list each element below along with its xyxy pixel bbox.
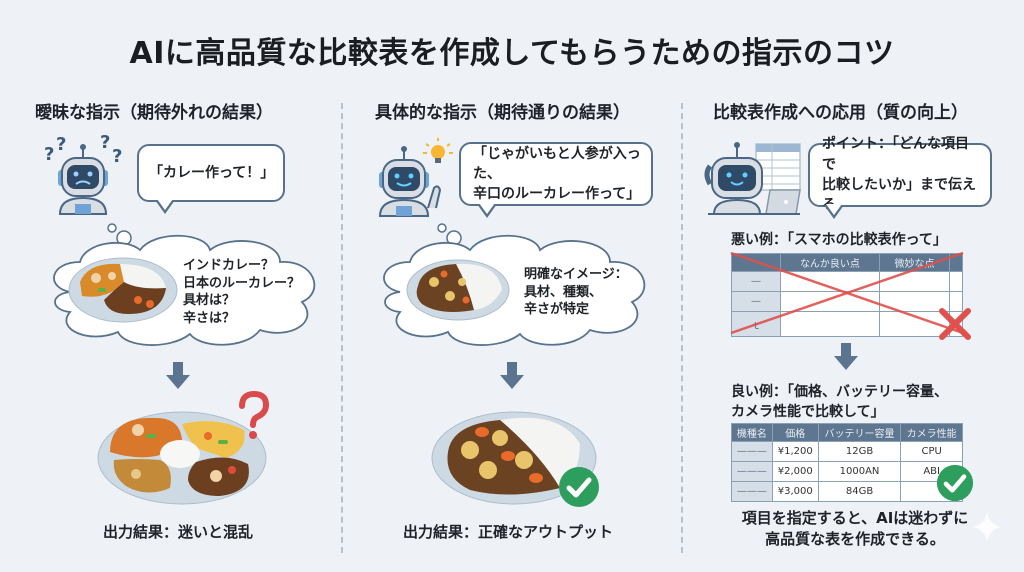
question-mark-icon (239, 390, 270, 439)
thought-line: 辛さが特定 (524, 302, 590, 318)
column-heading: 曖昧な指示（期待外れの結果） (35, 103, 273, 123)
confused-robot-icon: ? ? ? ? (44, 132, 122, 215)
table-cell: ¥1,200 (771, 441, 819, 462)
table-row: ——— ¥2,000 1000AN ABI (731, 461, 963, 482)
thought-line: 日本のルーカレー？ (183, 275, 301, 291)
table-cell (878, 291, 951, 312)
page-title: AIに高品質な比較表を作成してもらうための指示のコツ (129, 36, 895, 71)
svg-text:?: ? (44, 144, 54, 165)
bad-example-label: 悪い例：「スマホの比較表作って」 (731, 232, 947, 248)
table-header-cell: バッテリー容量 (817, 423, 902, 442)
table-header-cell: カメラ性能 (900, 423, 963, 442)
table-cell (949, 271, 963, 292)
speech-line: 辛口のルーカレー作って」 (473, 186, 641, 203)
arrow-down-icon (500, 362, 524, 389)
table-header-cell: なんか良い点 (780, 253, 880, 272)
sparkle-icon (972, 512, 1002, 542)
table-cell: 1000AN (817, 461, 902, 482)
thought-text: 明確なイメージ： 具材、種類、 辛さが特定 (524, 266, 628, 319)
spreadsheet-icon (755, 143, 801, 191)
svg-text:?: ? (100, 132, 110, 153)
conclusion-line: 項目を指定すると、AIは迷わずに (741, 509, 969, 527)
table-cell: ——— (731, 481, 773, 502)
idea-robot-icon (378, 138, 453, 217)
speech-bubble: 「カレー作って！」 (137, 144, 285, 214)
cross-out-lines (730, 251, 964, 335)
arrow-down-icon (166, 362, 190, 389)
check-icon (559, 467, 599, 507)
speech-text: 「カレー作って！」 (149, 164, 275, 181)
table-row: — (731, 291, 963, 312)
speech-line: 「じゃがいもと人参が入った、 (473, 145, 641, 182)
svg-text:?: ? (112, 146, 122, 167)
table-row: ——— ¥1,200 12GB CPU (731, 441, 963, 462)
svg-text:?: ? (56, 134, 66, 155)
thought-line: 具材、種類、 (524, 284, 603, 300)
check-icon (936, 464, 974, 502)
table-cell: — (731, 271, 781, 292)
arrow-down-icon (834, 343, 858, 370)
column-divider (341, 103, 343, 553)
good-example-table: 機種名 価格 バッテリー容量 カメラ性能 ——— ¥1,200 12GB CPU… (731, 423, 963, 502)
curry-plate-icon (406, 259, 510, 321)
table-header-cell: 価格 (771, 423, 819, 442)
speech-line: 比較したいか」まで伝える (822, 177, 976, 214)
table-header-cell: 機種名 (731, 423, 773, 442)
speech-bubble: ポイント：「どんな項目で 比較したいか」まで伝える (808, 136, 992, 219)
table-cell: ——— (731, 441, 773, 462)
column-divider (681, 103, 683, 553)
laptop-robot-icon (704, 142, 801, 215)
table-cell: — (731, 291, 781, 312)
cross-icon (939, 308, 971, 340)
speech-line: ポイント：「どんな項目で (822, 136, 969, 173)
table-cell: ¥2,000 (771, 461, 819, 482)
thought-line: インドカレー？ (183, 258, 275, 273)
table-header-row: 機種名 価格 バッテリー容量 カメラ性能 (731, 423, 963, 442)
table-cell (780, 311, 880, 337)
column-heading: 具体的な指示（期待通りの結果） (375, 103, 630, 123)
thought-line: 具材は？ (183, 293, 236, 309)
curry-plate-icon (68, 257, 178, 323)
lightbulb-icon (423, 138, 453, 163)
table-cell: 84GB (817, 481, 902, 502)
label-line: 良い例：「価格、バッテリー容量、 (731, 384, 948, 400)
table-cell: CPU (900, 441, 963, 462)
speech-bubble: 「じゃがいもと人参が入った、 辛口のルーカレー作って」 (459, 142, 653, 218)
accurate-curry-plate-icon (431, 411, 597, 505)
conclusion-line: 高品質な表を作成できる。 (765, 530, 945, 548)
thought-line: 辛さは？ (183, 310, 236, 326)
thought-line: 明確なイメージ： (524, 267, 628, 282)
label-line: カメラ性能で比較して」 (731, 404, 885, 421)
good-example-label: 良い例：「価格、バッテリー容量、 カメラ性能で比較して」 (731, 382, 948, 423)
mixed-curry-plate-icon (97, 411, 267, 505)
result-label: 出力結果：正確なアウトプット (403, 523, 614, 541)
result-label: 出力結果：迷いと混乱 (103, 523, 254, 541)
table-cell: ¥3,000 (771, 481, 819, 502)
table-header-cell: 微妙な点 (878, 253, 951, 272)
column-heading: 比較表作成への応用（質の向上） (713, 103, 968, 123)
thought-text: インドカレー？ 日本のルーカレー？ 具材は？ 辛さは？ (183, 257, 300, 327)
table-cell (949, 291, 963, 312)
table-row: ——— ¥3,000 84GB (731, 481, 963, 502)
table-cell: ——— (731, 461, 773, 482)
conclusion-text: 項目を指定すると、AIは迷わずに 高品質な表を作成できる。 (720, 508, 990, 550)
table-cell: 12GB (817, 441, 902, 462)
